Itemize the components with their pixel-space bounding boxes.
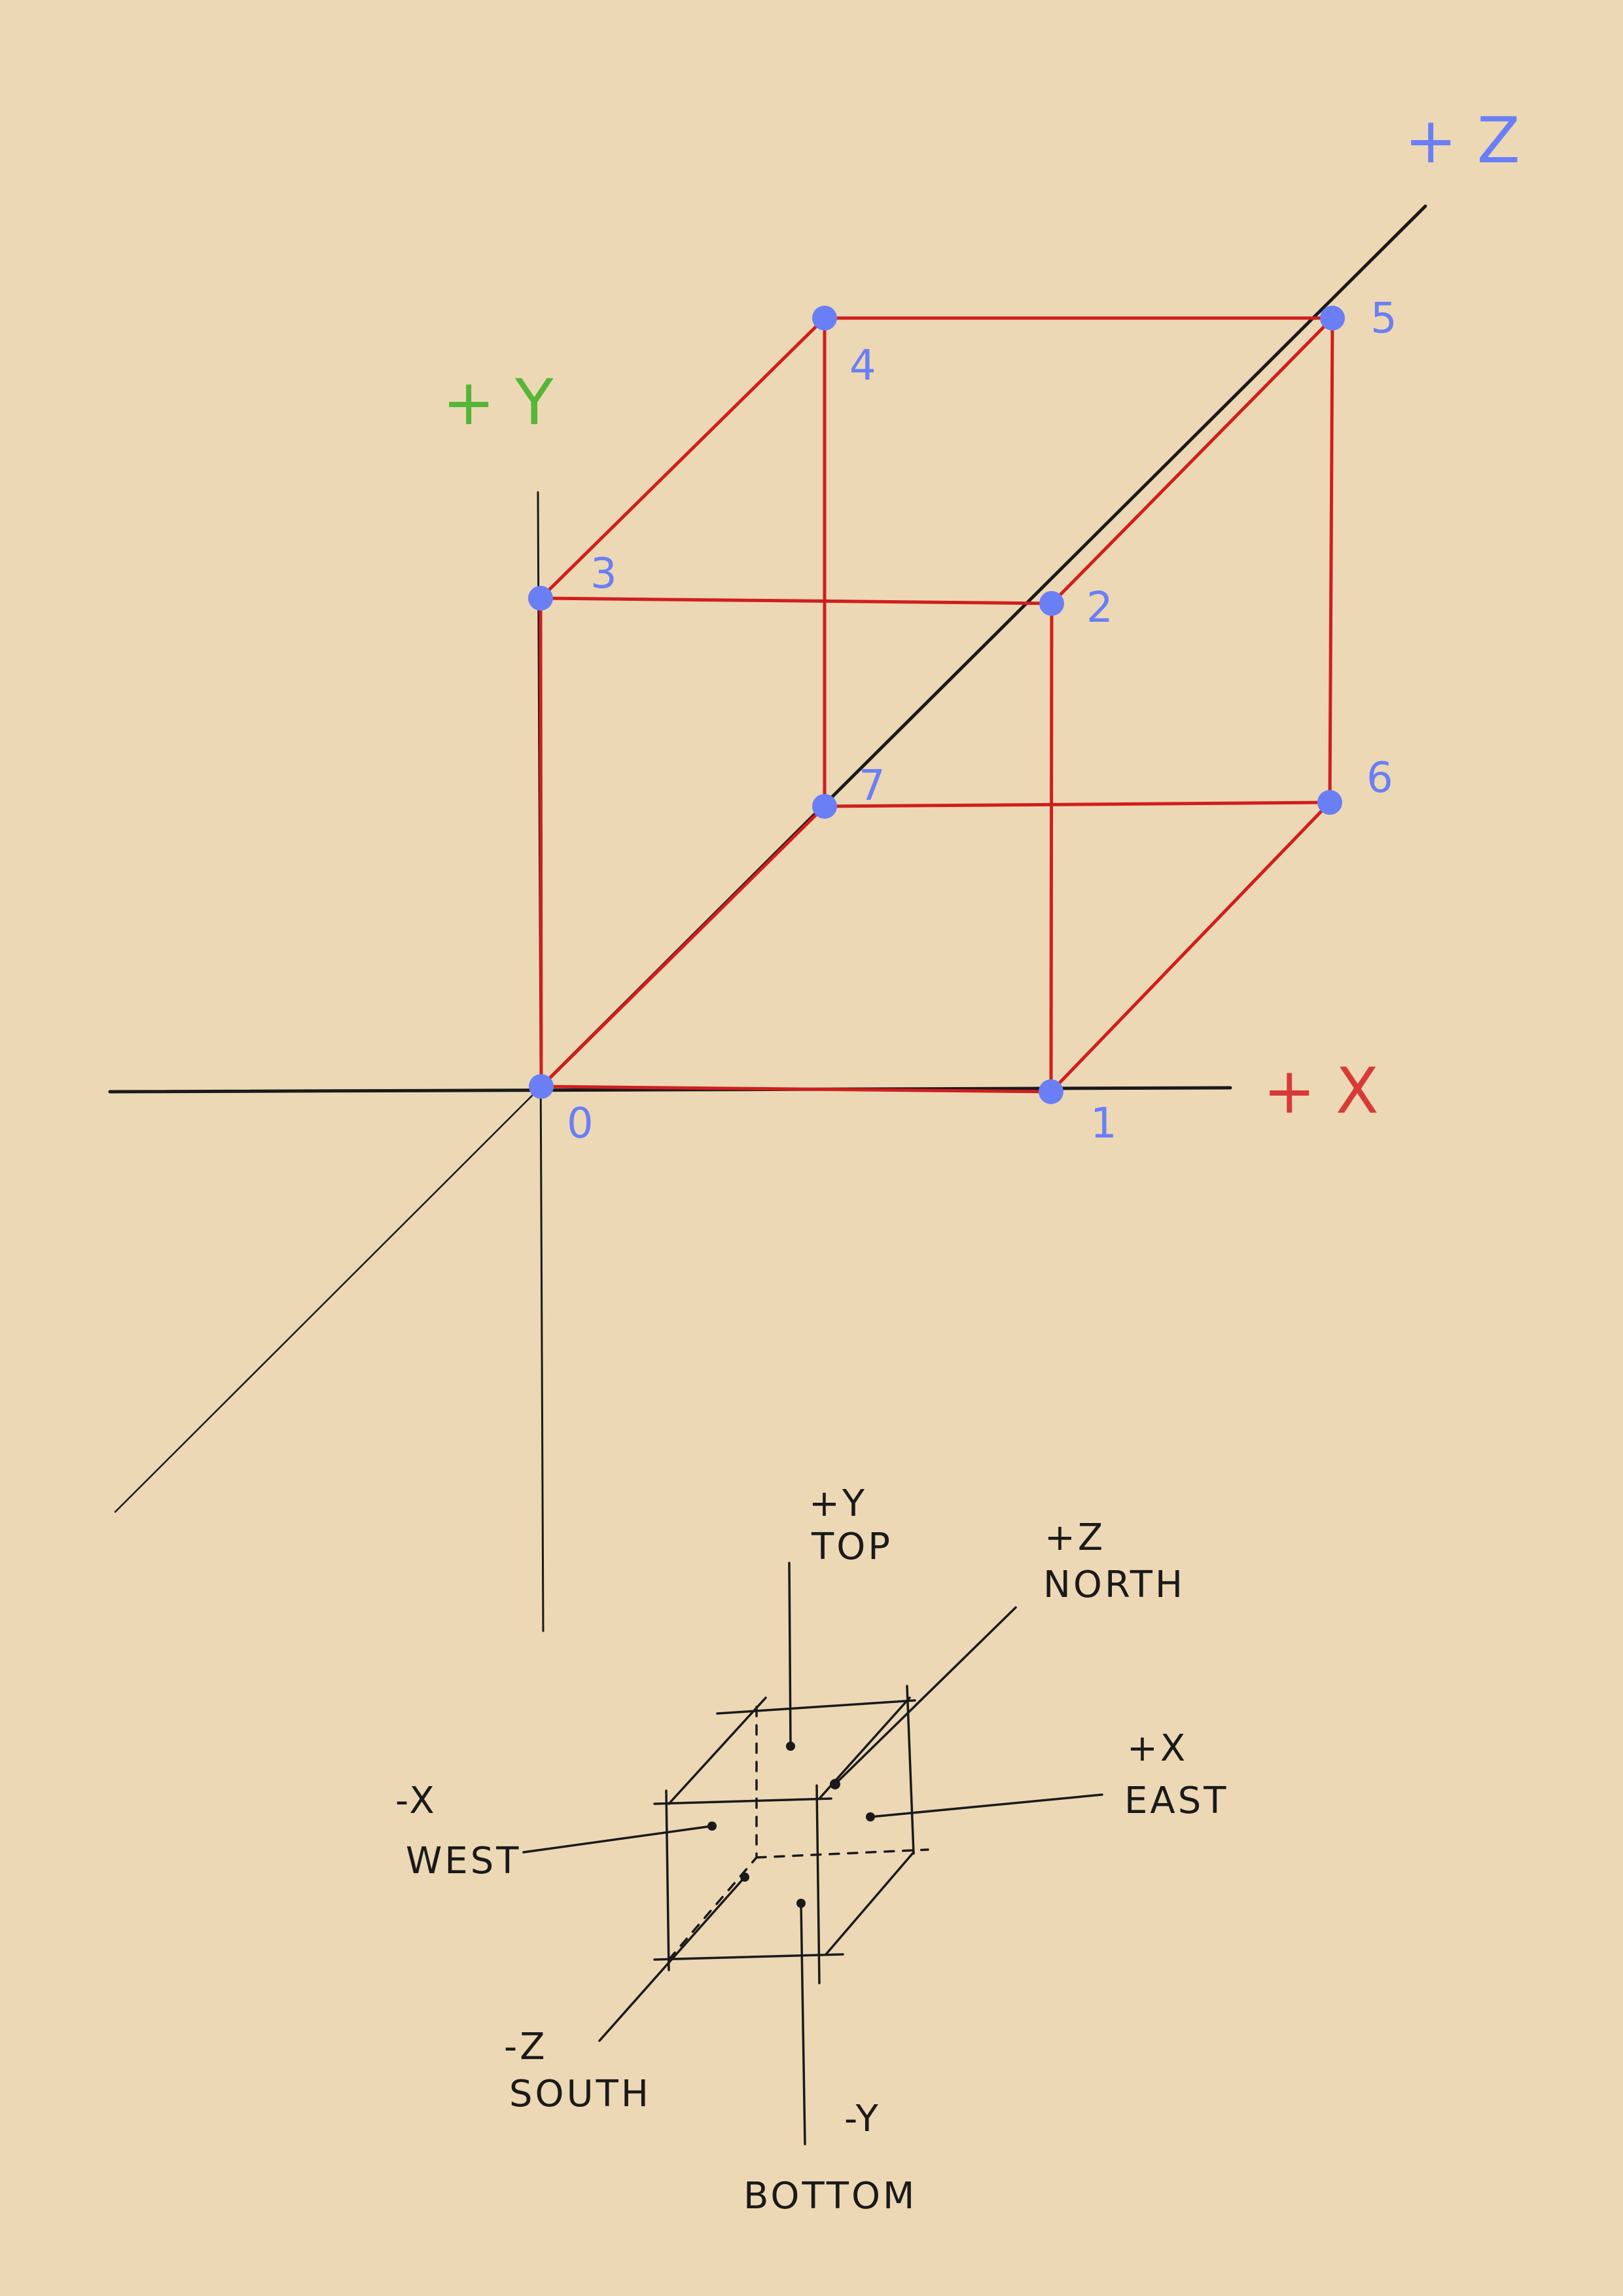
mini-cube-front-face bbox=[653, 1784, 844, 1984]
cube-edge-0-1 bbox=[539, 1085, 1053, 1094]
east-leader bbox=[869, 1793, 1103, 1818]
cube-edges bbox=[539, 316, 1334, 1094]
north-name-label: NORTH bbox=[1043, 1564, 1185, 1606]
cube-edge-2-3 bbox=[539, 596, 1054, 605]
vertex-label-2: 2 bbox=[1086, 584, 1113, 632]
vertex-label-7: 7 bbox=[859, 762, 885, 810]
z-axis-negative-line bbox=[114, 1085, 543, 1513]
face-leader-lines bbox=[522, 1562, 1103, 2145]
cube-edge-1-2 bbox=[1049, 601, 1054, 1094]
vertex-5 bbox=[1320, 306, 1345, 331]
vertex-label-5: 5 bbox=[1370, 295, 1397, 343]
vertex-2 bbox=[1039, 591, 1064, 616]
cube-edge-1-6 bbox=[1049, 800, 1332, 1094]
cube-edge-2-5 bbox=[1050, 316, 1334, 605]
face-center-dots bbox=[707, 1742, 875, 1908]
y-axis-label: + Y bbox=[442, 366, 554, 439]
vertex-labels: 0 1 2 3 4 5 6 7 bbox=[567, 295, 1397, 1148]
top-name-label: TOP bbox=[811, 1526, 893, 1568]
west-axis-label: -X bbox=[395, 1780, 437, 1822]
cube-edge-5-6 bbox=[1328, 316, 1334, 804]
face-direction-diagram bbox=[522, 1562, 1103, 2145]
axes bbox=[108, 204, 1427, 1632]
bottom-name-label: BOTTOM bbox=[743, 2175, 917, 2217]
cube-edge-0-7 bbox=[539, 804, 827, 1088]
south-leader bbox=[598, 1876, 746, 2042]
vertex-label-6: 6 bbox=[1366, 754, 1393, 802]
bottom-leader bbox=[800, 1902, 806, 2145]
cube-edge-3-4 bbox=[539, 316, 827, 600]
top-leader bbox=[788, 1562, 792, 1748]
vertex-label-1: 1 bbox=[1090, 1100, 1117, 1148]
cube-edge-6-7 bbox=[823, 800, 1332, 808]
x-axis-label: + X bbox=[1263, 1054, 1379, 1128]
west-name-label: WEST bbox=[406, 1840, 522, 1882]
cube-vertices bbox=[528, 306, 1345, 1104]
vertex-7 bbox=[812, 794, 837, 819]
vertex-label-0: 0 bbox=[567, 1100, 594, 1148]
vertex-label-3: 3 bbox=[590, 550, 617, 598]
vertex-label-4: 4 bbox=[849, 342, 876, 390]
east-axis-label: +X bbox=[1127, 1727, 1188, 1770]
vertex-4 bbox=[812, 306, 837, 331]
west-leader bbox=[522, 1825, 713, 1854]
south-axis-label: -Z bbox=[504, 2026, 548, 2068]
vertex-3 bbox=[528, 586, 553, 611]
main-diagram: 0 1 2 3 4 5 6 7 + X + Y + Z bbox=[108, 104, 1520, 1632]
vertex-6 bbox=[1317, 790, 1342, 815]
south-name-label: SOUTH bbox=[509, 2073, 651, 2115]
north-leader bbox=[834, 1606, 1017, 1785]
bottom-axis-label: -Y bbox=[844, 2098, 881, 2140]
face-direction-labels: +Y TOP +Z NORTH +X EAST -X WEST -Z SOUTH… bbox=[395, 1482, 1228, 2217]
vertex-0 bbox=[529, 1074, 554, 1099]
top-axis-label: +Y bbox=[809, 1482, 867, 1525]
east-name-label: EAST bbox=[1124, 1780, 1228, 1822]
north-axis-label: +Z bbox=[1044, 1516, 1105, 1559]
z-axis-label: + Z bbox=[1404, 104, 1520, 177]
vertex-1 bbox=[1039, 1079, 1063, 1104]
